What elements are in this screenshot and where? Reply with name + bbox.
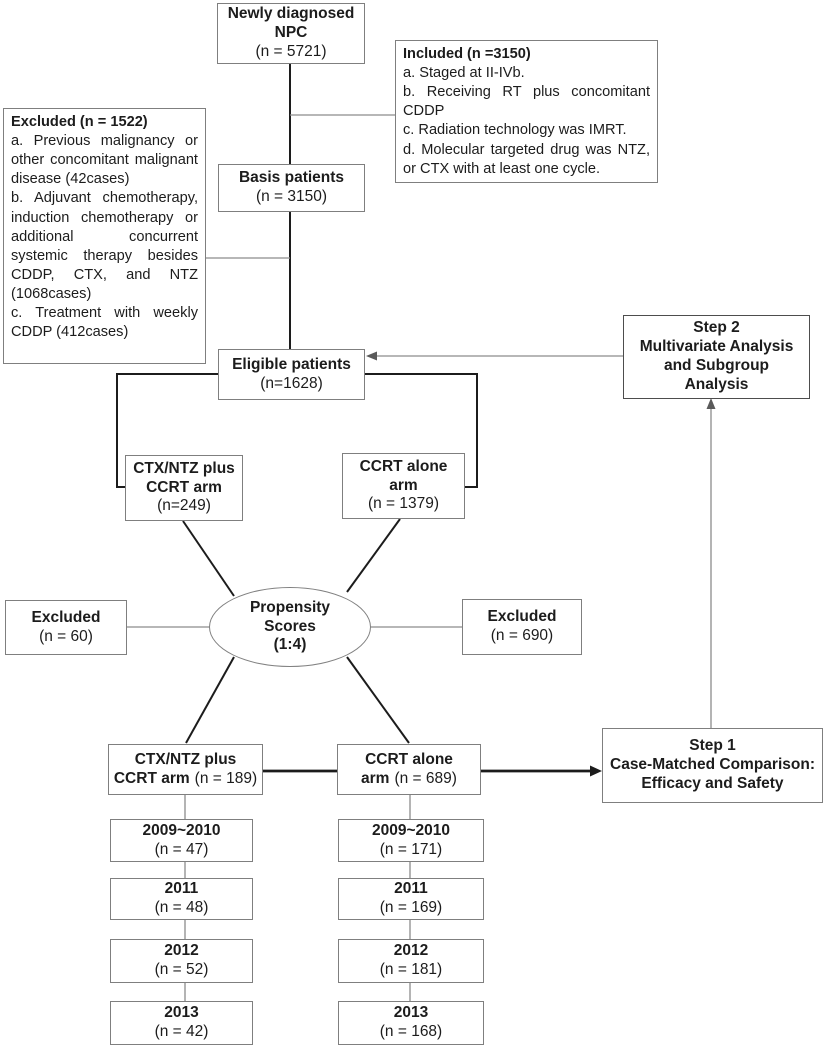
- node-title: Step 2 Multivariate Analysis and Subgrou…: [639, 319, 794, 393]
- year-label: 2012: [393, 942, 429, 960]
- node-title-line2: CCRT arm(n = 189): [113, 769, 258, 787]
- node-arm-ccrt-matched: CCRT alone arm(n = 689): [337, 744, 481, 795]
- arrowhead-step2: [706, 398, 716, 409]
- criteria-item: b. Adjuvant chemotherapy, induction chem…: [11, 190, 198, 302]
- arrowhead-step1: [590, 765, 602, 777]
- node-arm-ccrt-initial: CCRT alone arm (n = 1379): [342, 453, 465, 519]
- year-label: 2012: [164, 942, 199, 960]
- edge-propensity-armccrt-matched: [346, 656, 410, 744]
- node-title-line1: CCRT alone: [365, 750, 453, 768]
- criteria-item: c. Radiation technology was IMRT.: [403, 122, 627, 139]
- year-label: 2011: [164, 880, 199, 898]
- year-label: 2013: [393, 1004, 429, 1022]
- node-year-ctx-2013: 2013 (n = 42): [110, 1001, 253, 1045]
- year-label: 2011: [394, 880, 428, 898]
- node-title: Included (n =3150): [403, 46, 531, 62]
- node-year-ccrt-2013: 2013 (n = 168): [338, 1001, 484, 1045]
- node-excluded-ccrt: Excluded (n = 690): [462, 599, 582, 655]
- edge-armctx-propensity: [182, 520, 235, 597]
- node-arm-ctx-ntz-matched: CTX/NTZ plus CCRT arm(n = 189): [108, 744, 263, 795]
- edge-propensity-armctx-matched: [185, 656, 235, 744]
- node-count: (n = 189): [194, 769, 258, 787]
- node-title: Basis patients: [238, 169, 345, 187]
- criteria-item: b. Receiving RT plus concomitant CDDP: [403, 84, 650, 120]
- node-count: (n=249): [157, 497, 211, 515]
- node-excluded-ctx: Excluded (n = 60): [5, 600, 127, 655]
- node-arm-ctx-ntz-initial: CTX/NTZ plus CCRT arm (n=249): [125, 455, 243, 521]
- year-count: (n = 52): [154, 961, 209, 978]
- node-count: (n=1628): [260, 374, 323, 392]
- year-count: (n = 168): [379, 1023, 443, 1040]
- node-count: (n = 60): [39, 627, 93, 645]
- edge-armccrt-propensity: [346, 518, 401, 593]
- node-count: (n = 690): [490, 627, 554, 644]
- node-eligible-patients: Eligible patients (n=1628): [218, 349, 365, 400]
- arrowhead-eligible: [366, 351, 377, 361]
- node-year-ccrt-2011: 2011 (n = 169): [338, 878, 484, 920]
- criteria-item: a. Previous malignancy or other concomit…: [11, 133, 198, 188]
- edge-eligible-arm-ctx: [116, 373, 219, 488]
- criteria-item: c. Treatment with weekly CDDP (412cases): [11, 305, 198, 341]
- year-count: (n = 48): [154, 899, 209, 916]
- criteria-item: a. Staged at II-IVb.: [403, 65, 525, 82]
- year-label: 2009~2010: [142, 821, 221, 839]
- node-newly-diagnosed-npc: Newly diagnosed NPC (n = 5721): [217, 3, 365, 64]
- node-count: (n = 689): [394, 769, 457, 787]
- node-basis-patients: Basis patients (n = 3150): [218, 164, 365, 212]
- node-year-ccrt-2009-2010: 2009~2010 (n = 171): [338, 819, 484, 862]
- year-count: (n = 171): [379, 840, 443, 858]
- node-title: Newly diagnosed NPC: [227, 5, 355, 42]
- node-title-line2: arm(n = 689): [361, 769, 457, 787]
- node-title: Excluded (n = 1522): [11, 114, 148, 130]
- node-title: Eligible patients: [232, 355, 351, 373]
- node-count: (n = 5721): [255, 42, 327, 60]
- year-count: (n = 42): [154, 1023, 209, 1040]
- node-year-ctx-2011: 2011 (n = 48): [110, 878, 253, 920]
- node-step1: Step 1 Case-Matched Comparison: Efficacy…: [602, 728, 823, 803]
- node-title: CCRT alone arm: [359, 457, 448, 494]
- node-year-ccrt-2012: 2012 (n = 181): [338, 939, 484, 983]
- node-title: Excluded: [487, 608, 557, 626]
- node-included-criteria: Included (n =3150) a. Staged at II-IVb. …: [395, 40, 658, 183]
- edge-eligible-arm-ccrt: [364, 373, 478, 488]
- node-count: (n = 1379): [367, 495, 440, 513]
- node-excluded-criteria: Excluded (n = 1522) a. Previous malignan…: [3, 108, 206, 364]
- node-year-ctx-2009-2010: 2009~2010 (n = 47): [110, 819, 253, 862]
- node-year-ctx-2012: 2012 (n = 52): [110, 939, 253, 983]
- criteria-item: d. Molecular targeted drug was NTZ, or C…: [403, 141, 650, 177]
- year-label: 2013: [164, 1004, 199, 1022]
- node-title-line1: CTX/NTZ plus: [134, 750, 237, 768]
- node-propensity-scores: Propensity Scores (1:4): [209, 587, 371, 667]
- node-title: Excluded: [31, 608, 101, 626]
- node-title: CTX/NTZ plus CCRT arm: [133, 459, 235, 496]
- year-count: (n = 169): [379, 899, 443, 916]
- year-count: (n = 47): [154, 840, 209, 858]
- node-count: (n = 3150): [255, 188, 328, 205]
- year-count: (n = 181): [379, 961, 443, 978]
- node-title: Propensity Scores (1:4): [249, 598, 331, 654]
- node-title: Step 1 Case-Matched Comparison: Efficacy…: [610, 737, 815, 792]
- node-step2: Step 2 Multivariate Analysis and Subgrou…: [623, 315, 810, 399]
- year-label: 2009~2010: [371, 821, 450, 839]
